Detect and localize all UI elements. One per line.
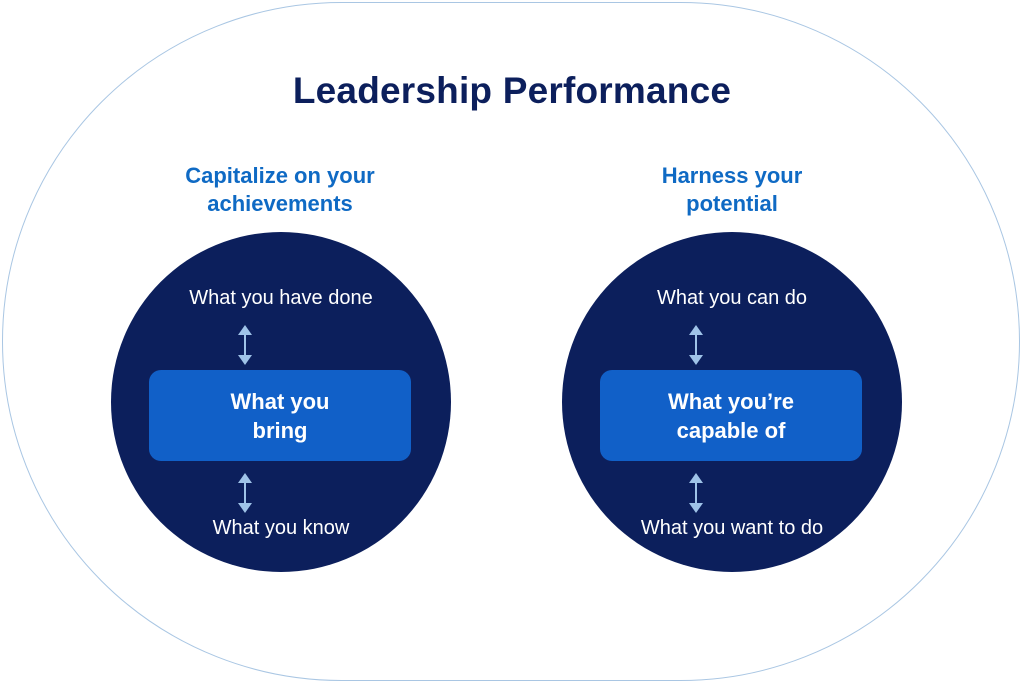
right-top-text: What you can do: [656, 287, 808, 309]
double-arrow-vertical-icon: [689, 325, 703, 365]
right-heading-line2: potential: [686, 191, 778, 216]
right-heading-line1: Harness your: [661, 163, 803, 188]
double-arrow-vertical-icon: [238, 325, 252, 365]
right-center-line2: capable of: [676, 417, 786, 443]
left-heading-line2: achievements: [207, 191, 353, 216]
left-bottom-text: What you know: [212, 517, 350, 539]
right-bottom-text: What you want to do: [640, 517, 824, 539]
left-center-box: What you bring: [149, 370, 411, 461]
right-center-box: What you’re capable of: [600, 370, 862, 461]
left-top-text: What you have done: [189, 287, 373, 309]
right-center-line1: What you’re: [668, 388, 794, 414]
left-center-line2: bring: [252, 417, 308, 443]
left-heading-line1: Capitalize on your: [185, 163, 375, 188]
double-arrow-vertical-icon: [238, 473, 252, 513]
right-circle: What you can do What you’re capable of W…: [562, 232, 902, 572]
left-center-line1: What you: [230, 388, 330, 414]
diagram-title: Leadership Performance: [292, 70, 732, 111]
left-circle: What you have done What you bring What y…: [111, 232, 451, 572]
left-heading: Capitalize on your achievements: [120, 162, 440, 218]
right-heading: Harness your potential: [572, 162, 892, 218]
double-arrow-vertical-icon: [689, 473, 703, 513]
